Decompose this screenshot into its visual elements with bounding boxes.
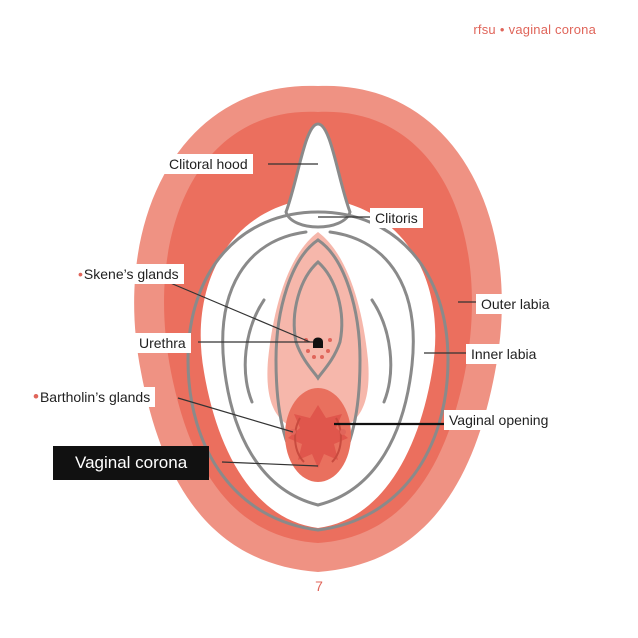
skenes-gland-dots — [304, 338, 332, 359]
bartholins-text: Bartholin’s glands — [39, 389, 151, 405]
label-bartholins-glands: •Bartholin’s glands — [28, 387, 156, 407]
inner-labia-light — [267, 232, 369, 432]
outline-mid-right — [316, 230, 415, 507]
clitoral-hood-shape — [284, 122, 352, 229]
separator-dot: • — [499, 22, 505, 37]
label-clitoris: Clitoris — [370, 208, 423, 228]
leader-bartholins — [177, 397, 294, 433]
bartholins-dot — [340, 429, 346, 435]
urethra-shape — [313, 337, 323, 348]
label-vaginal-corona: Vaginal corona — [53, 446, 210, 480]
skenes-dot — [326, 349, 330, 353]
skenes-dot — [320, 355, 324, 359]
label-inner-labia: Inner labia — [466, 344, 542, 364]
bartholins-bullet: • — [33, 387, 39, 406]
outline-urethral-fold — [292, 259, 344, 381]
skenes-dot — [306, 349, 310, 353]
label-outer-labia: Outer labia — [476, 294, 555, 314]
outline-right-fold — [370, 298, 393, 404]
outline-left-fold — [243, 298, 266, 404]
topic-text: vaginal corona — [508, 22, 596, 37]
outline-mid-left — [221, 230, 320, 507]
page-number: 7 — [315, 578, 323, 594]
vaginal-corona-shape — [288, 405, 348, 468]
corona-fold-left — [294, 417, 305, 463]
outline-outer-right — [316, 210, 450, 532]
skenes-dot — [312, 355, 316, 359]
leader-vaginal-corona — [221, 461, 319, 467]
leader-skenes — [167, 281, 311, 343]
label-skenes-glands: •Skene’s glands — [73, 264, 184, 284]
label-vaginal-opening: Vaginal opening — [444, 410, 554, 430]
label-urethra: Urethra — [134, 333, 191, 353]
skenes-dot — [328, 338, 332, 342]
outline-outer-left — [186, 210, 320, 532]
page-header: rfsu•vaginal corona — [473, 22, 596, 37]
brand-text: rfsu — [473, 22, 496, 37]
label-clitoral-hood: Clitoral hood — [164, 154, 253, 174]
corona-fold-right — [331, 417, 342, 463]
skenes-text: Skene’s glands — [83, 266, 179, 282]
skenes-bullet: • — [78, 266, 83, 282]
